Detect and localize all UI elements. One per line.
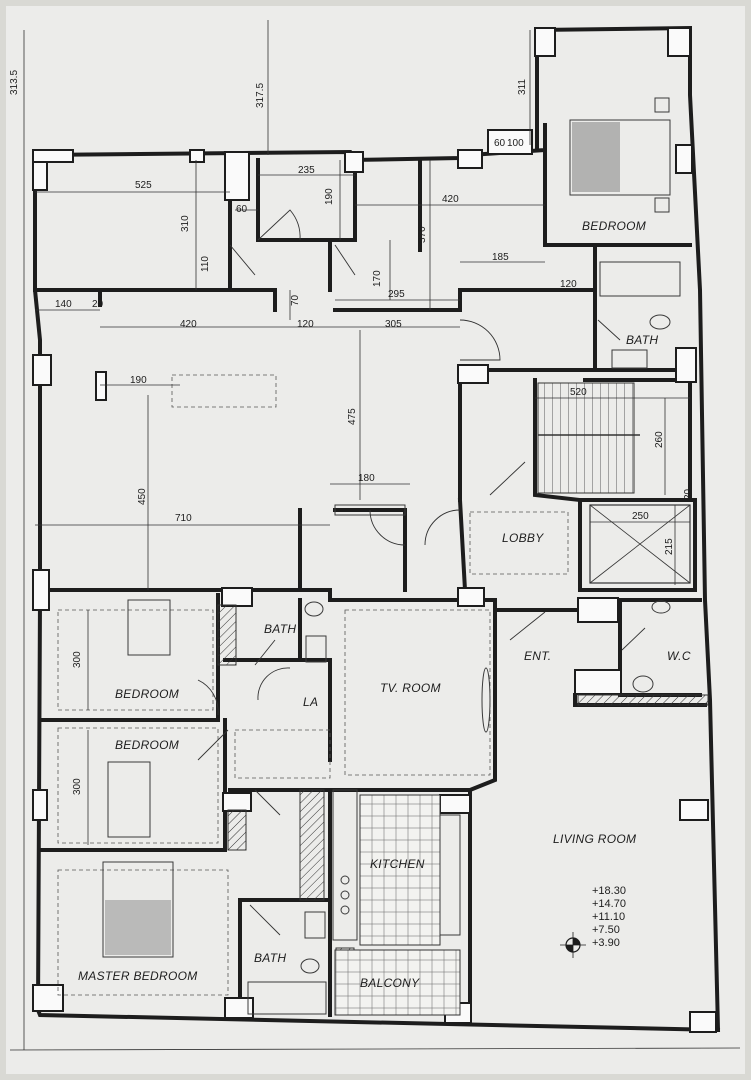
dim-185: 185 [492, 252, 509, 263]
dim-710: 710 [175, 513, 192, 524]
balcony-floor [334, 949, 461, 1016]
dim-310: 310 [180, 215, 191, 232]
room-label-kitchen: KITCHEN [370, 857, 425, 871]
dim-60a: 60 [494, 138, 506, 149]
dim-420b: 420 [180, 319, 197, 330]
dim-305: 305 [385, 319, 402, 330]
dim-313-5: 313.5 [9, 70, 20, 95]
dim-300b: 300 [72, 778, 83, 795]
dim-450: 450 [137, 488, 148, 505]
dim-370: 370 [417, 226, 428, 243]
dim-525: 525 [135, 180, 152, 191]
room-label-bath-s: BATH [254, 951, 286, 965]
dim-140: 140 [55, 299, 72, 310]
dim-300a: 300 [72, 651, 83, 668]
dim-215: 215 [664, 538, 675, 555]
room-label-tv-room: TV. ROOM [380, 681, 441, 695]
level-4: +7.50 [592, 924, 620, 936]
room-label-bedroom-ne: BEDROOM [582, 219, 646, 233]
dim-180: 180 [358, 473, 375, 484]
dim-120a: 120 [560, 279, 577, 290]
dim-20a: 20 [92, 299, 104, 310]
dimension-lines [35, 20, 690, 845]
dim-60b: 60 [236, 204, 248, 215]
dim-311: 311 [517, 79, 528, 95]
dim-20b: 20 [683, 488, 694, 500]
dim-317-5: 317.5 [255, 83, 266, 108]
room-label-la: LA [303, 695, 318, 709]
dim-120b: 120 [297, 319, 314, 330]
dim-190b: 190 [130, 375, 147, 386]
staircase [537, 382, 691, 584]
dim-260: 260 [654, 431, 665, 448]
dim-100: 100 [507, 138, 524, 149]
room-label-bedroom-w2: BEDROOM [115, 738, 179, 752]
room-label-master-bedroom: MASTER BEDROOM [78, 969, 198, 983]
dim-110: 110 [200, 256, 211, 272]
dim-420a: 420 [442, 194, 459, 205]
kitchen-floor [359, 794, 441, 946]
room-label-bath-w: BATH [264, 622, 296, 636]
columns [32, 27, 717, 1033]
room-labels: BEDROOM BATH LOBBY BATH BEDROOM LA TV. R… [78, 219, 691, 990]
dim-190a: 190 [324, 188, 335, 205]
furniture [102, 97, 681, 1015]
room-label-bedroom-w1: BEDROOM [115, 687, 179, 701]
kitchen-counter [332, 789, 461, 941]
room-label-ent: ENT. [524, 649, 551, 663]
dim-170: 170 [372, 270, 383, 287]
dim-250: 250 [632, 511, 649, 522]
level-3: +11.10 [592, 911, 625, 923]
dim-475: 475 [347, 408, 358, 425]
room-label-wc: W.C [667, 649, 691, 663]
room-label-living-room: LIVING ROOM [553, 832, 636, 846]
level-5: +3.90 [592, 937, 620, 949]
room-label-lobby: LOBBY [502, 531, 544, 545]
level-2: +14.70 [592, 898, 626, 910]
dim-70: 70 [290, 294, 301, 306]
room-label-balcony: BALCONY [360, 976, 420, 990]
level-1: +18.30 [592, 885, 626, 897]
dimension-labels: 313.5 317.5 311 60 100 525 235 190 420 6… [9, 70, 694, 795]
door-swings [197, 209, 646, 936]
dim-520: 520 [570, 387, 587, 398]
room-label-bath-ne: BATH [626, 333, 658, 347]
dim-235: 235 [298, 165, 315, 176]
dim-295: 295 [388, 289, 405, 300]
level-marker: +18.30 +14.70 +11.10 +7.50 +3.90 [560, 885, 626, 958]
